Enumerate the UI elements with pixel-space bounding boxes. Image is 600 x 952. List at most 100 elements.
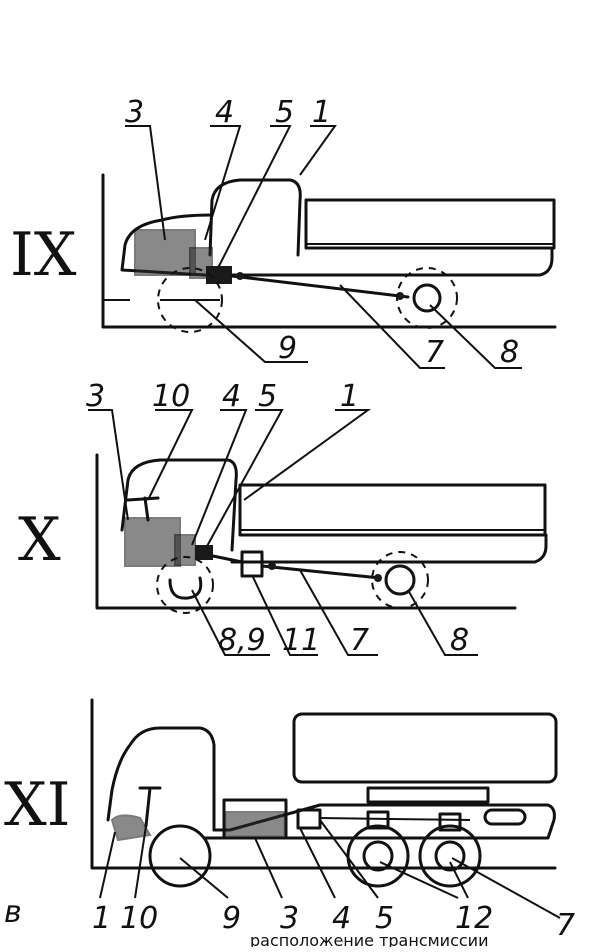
diagram-ix-callout-7: 7 (425, 335, 444, 370)
diagram-x-front-wheel (156, 556, 214, 614)
diagram-xi-transfer-box (296, 808, 322, 830)
diagram-ix-cargo-body (304, 198, 556, 250)
diagram-ix-rear-axle (412, 283, 442, 313)
diagram-ix-front-wheel (157, 267, 223, 333)
diagram-x-callout-7: 7 (350, 623, 369, 658)
diagram-ix-callout-3: 3 (125, 95, 144, 130)
diagram-ix: IX 3 4 5 1 (10, 95, 557, 370)
diagram-x-leader-10 (147, 409, 194, 501)
diagram-xi-shift-lever (144, 786, 152, 828)
diagram-xi-cargo-frame (366, 786, 490, 804)
diagram-x-cargo-body (238, 483, 547, 537)
diagram-x-callout-11: 11 (282, 623, 320, 658)
diagram-xi-leader-4 (299, 827, 336, 899)
panel-letter: в (4, 895, 22, 930)
diagram-xi-middle-axle (362, 840, 394, 872)
diagram-xi-driveshaft (319, 817, 471, 821)
diagram-x-clutch (195, 545, 213, 560)
diagram-ix-cab (208, 178, 302, 257)
diagram-xi-callout-5: 5 (375, 901, 394, 936)
diagram-x-frame (95, 453, 517, 610)
diagram-xi-cargo-body (292, 712, 558, 784)
diagram-x-leader-11 (251, 574, 318, 656)
diagram-x: X (18, 379, 548, 658)
diagram-x-callout-3: 3 (86, 379, 105, 414)
diagram-xi-callout-4: 4 (332, 901, 351, 936)
diagram-x-callout-5: 5 (258, 379, 277, 414)
diagram-x-rear-axle (384, 564, 416, 596)
diagram-x-numeral: X (18, 505, 61, 575)
diagram-x-leader-4 (191, 409, 248, 546)
diagram-ix-chassis (203, 246, 554, 277)
diagram-ix-leader-1 (299, 125, 337, 176)
diagram-xi-tank (483, 808, 527, 826)
caption-fragment: расположение трансмиссии (250, 931, 488, 947)
diagram-xi-leader-1 (99, 831, 116, 899)
diagram-xi-leader-10 (134, 825, 147, 899)
diagram-xi-leader-5 (319, 819, 379, 899)
diagram-xi: XI 1 (4, 698, 575, 943)
diagram-xi-chassis (203, 803, 556, 840)
diagram-x-callout-1: 1 (340, 379, 359, 414)
diagram-x-leader-8 (407, 589, 478, 656)
diagram-x-joint-front (268, 562, 276, 570)
diagram-x-gearbox (174, 534, 196, 566)
diagram-x-chassis (230, 533, 548, 564)
diagram-ix-callout-9: 9 (278, 331, 297, 366)
diagram-ix-leader-7 (339, 284, 445, 369)
diagram-x-transfer-box (240, 550, 264, 578)
diagram-x-engine (124, 517, 181, 567)
diagram-xi-rear-axle-drive (438, 812, 462, 832)
diagram-ix-callout-4: 4 (215, 95, 234, 130)
diagram-ix-numeral: IX (10, 220, 77, 290)
diagram-xi-callout-12: 12 (455, 901, 493, 936)
diagram-ix-joint-front (236, 272, 244, 280)
diagram-xi-engine (110, 814, 152, 842)
diagram-xi-callout-7: 7 (556, 908, 575, 943)
diagram-ix-rear-wheel (396, 267, 458, 329)
diagram-xi-callout-3: 3 (280, 901, 299, 936)
diagram-xi-leader-7 (451, 857, 561, 919)
diagram-x-leader-8-9 (191, 589, 270, 656)
diagram-xi-mid-axle-drive (366, 810, 390, 830)
diagram-xi-rear-wheel (418, 824, 482, 888)
diagram-x-front-axle (168, 576, 203, 600)
diagram-xi-middle-wheel (346, 824, 410, 888)
diagram-x-leader-3 (88, 409, 129, 521)
diagram-x-joint-rear (374, 574, 382, 582)
diagram-x-shift-lever-top (126, 496, 160, 502)
diagram-x-callout-8: 8 (450, 623, 469, 658)
diagram-xi-rear-axle (434, 840, 466, 872)
diagram-x-intermediate-shaft (211, 554, 244, 564)
diagram-xi-gearbox-fill (225, 811, 285, 837)
diagram-ix-transfer-unit (206, 266, 232, 284)
diagram-xi-callout-10: 10 (120, 901, 158, 936)
diagram-xi-front-wheel (148, 824, 212, 888)
diagram-xi-callout-1: 1 (92, 901, 111, 936)
diagram-x-rear-wheel (371, 551, 429, 609)
diagram-x-driveshaft (260, 564, 382, 580)
diagram-x-leader-5 (205, 409, 284, 549)
diagram-x-leader-1 (243, 409, 372, 501)
diagram-x-callout-8-9: 8,9 (218, 623, 266, 658)
diagram-xi-callout-9: 9 (222, 901, 241, 936)
diagram-ix-callout-8: 8 (500, 335, 519, 370)
diagram-xi-leader-12 (379, 861, 469, 899)
diagram-xi-cab (106, 726, 216, 832)
diagram-ix-callout-5: 5 (275, 95, 294, 130)
diagram-xi-leader-3 (254, 837, 283, 899)
diagram-ix-callout-1: 1 (312, 95, 331, 130)
diagram-xi-frame (90, 698, 557, 870)
diagram-x-callout-4: 4 (222, 379, 241, 414)
diagram-ix-leader-9 (194, 299, 308, 363)
diagram-ix-driveshaft (230, 274, 410, 299)
diagram-ix-leader-5 (217, 125, 292, 269)
diagram-x-shift-lever (143, 496, 150, 522)
diagram-ix-leader-8 (429, 304, 522, 369)
diagram-ix-frame (101, 173, 557, 329)
diagram-ix-leader-4 (204, 125, 242, 241)
diagram-x-cab (120, 458, 238, 552)
diagram-xi-leader-9 (179, 857, 229, 899)
